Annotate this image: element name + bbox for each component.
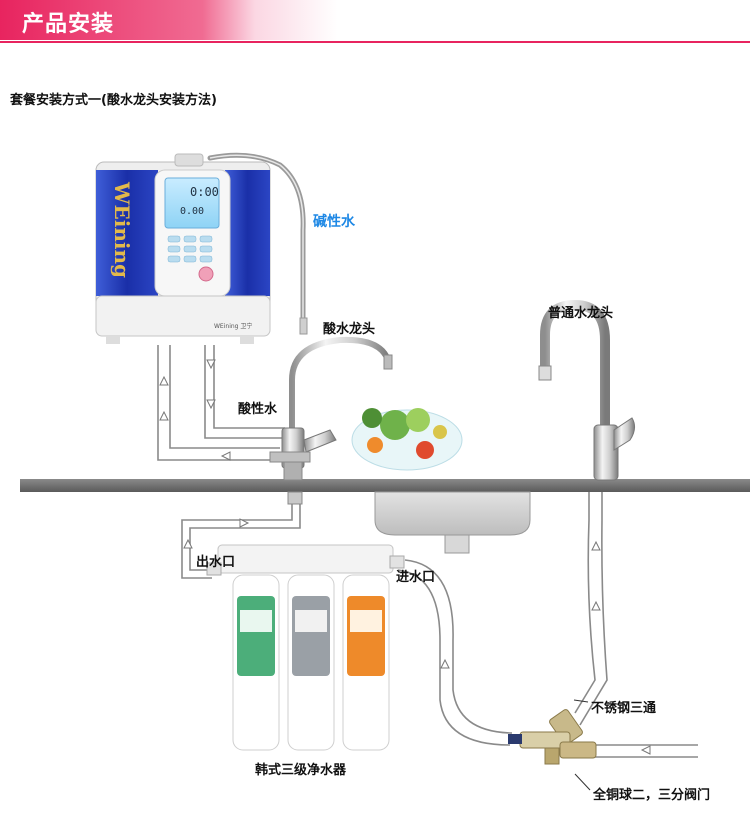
svg-text:0.00: 0.00 <box>180 206 204 217</box>
three-stage-purifier <box>206 544 405 751</box>
label-normal-faucet: 普通水龙头 <box>548 306 614 321</box>
device-brand-vertical: WEining <box>110 181 134 278</box>
flow-arrows <box>159 359 651 755</box>
header-banner <box>0 0 750 43</box>
acid-faucet <box>269 336 393 505</box>
vegetable-bowl <box>351 408 463 471</box>
label-acidic-water: 酸性水 <box>238 402 278 417</box>
sink <box>374 491 531 554</box>
device-brand-small: WEining 卫宁 <box>214 322 252 330</box>
label-valve: 全铜球二，三分阀门 <box>593 788 711 803</box>
label-alkaline-water: 碱性水 <box>313 214 355 230</box>
hoses <box>157 345 698 758</box>
page-subtitle: 套餐安装方式一(酸水龙头安装方法) <box>10 93 217 108</box>
label-outlet: 出水口 <box>196 555 236 570</box>
banner-title: 产品安装 <box>22 12 115 37</box>
label-inlet: 进水口 <box>396 570 436 585</box>
normal-faucet <box>538 299 636 481</box>
svg-text:0:00: 0:00 <box>190 185 219 199</box>
label-acid-faucet: 酸水龙头 <box>323 322 376 337</box>
tee-and-valve <box>508 709 597 765</box>
label-stainless-tee: 不锈钢三通 <box>591 701 657 716</box>
countertop <box>20 479 750 492</box>
label-purifier: 韩式三级净水器 <box>255 763 347 778</box>
water-ionizer-device: 0:00 0.00 WEining WEining 卫宁 <box>95 153 271 344</box>
